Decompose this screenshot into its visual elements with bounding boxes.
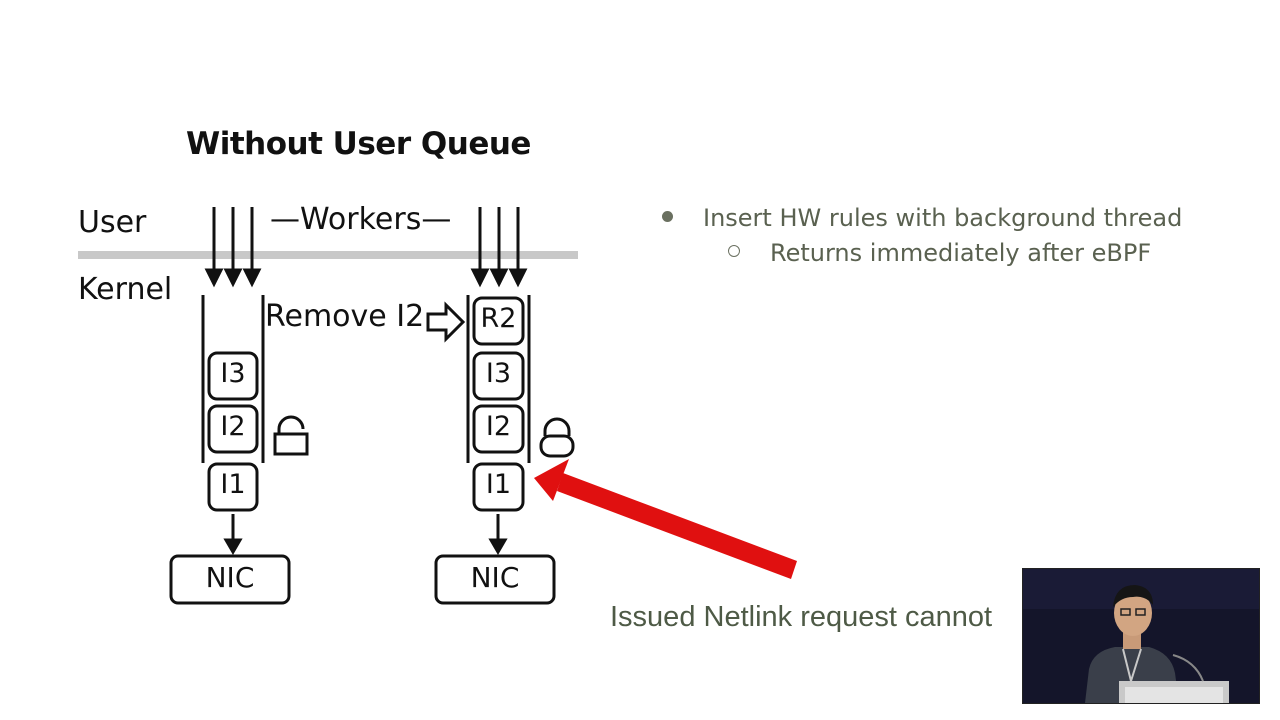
bullet-ring-icon — [728, 245, 740, 257]
right-nic-label: NIC — [470, 561, 520, 594]
right-queue-label-i2: I2 — [485, 411, 512, 442]
right-queue-box-r2 — [472, 296, 525, 346]
right-nic-arrow — [488, 514, 508, 555]
user-kernel-divider — [78, 251, 578, 259]
lock-icon-open — [273, 415, 309, 456]
left-nic-arrow — [223, 514, 243, 555]
presenter-webcam — [1022, 568, 1260, 704]
kernel-label: Kernel — [78, 272, 173, 307]
slide-title: Without User Queue — [186, 126, 531, 162]
right-queue-label-i3: I3 — [485, 358, 512, 389]
left-nic-box — [169, 554, 291, 605]
left-queue-box-i2 — [207, 404, 259, 454]
right-queue-box-i3 — [472, 351, 525, 401]
left-nic-label: NIC — [205, 561, 255, 594]
lock-icon-closed — [539, 417, 575, 458]
right-queue-box-i2 — [472, 404, 525, 454]
user-label: User — [78, 205, 147, 240]
bullet-item-2: Returns immediately after eBPF — [728, 239, 1151, 267]
right-nic-box — [434, 554, 556, 605]
red-arrow — [534, 459, 797, 579]
left-queue-label-i3: I3 — [220, 358, 246, 389]
left-worker-arrows — [204, 207, 262, 288]
right-queue-label-r2: R2 — [480, 303, 517, 334]
remove-label: Remove I2 — [265, 299, 425, 334]
right-queue-label-i1: I1 — [485, 469, 512, 500]
presenter-figure — [1023, 569, 1259, 703]
bullet-text-2: Returns immediately after eBPF — [770, 239, 1152, 267]
workers-label: —Workers— — [270, 202, 452, 237]
left-queue-box-i1 — [207, 462, 259, 512]
bullet-dot-icon — [662, 210, 673, 222]
left-queue-label-i1: I1 — [220, 469, 246, 500]
bullet-text-1: Insert HW rules with background thread — [703, 204, 1183, 232]
bullet-item-1: Insert HW rules with background thread — [662, 204, 1182, 232]
netlink-annotation: Issued Netlink request cannot — [610, 601, 993, 633]
left-queue-label-i2: I2 — [220, 411, 246, 442]
left-queue-box-i3 — [207, 351, 259, 401]
right-queue-box-i1 — [472, 462, 525, 512]
hollow-arrow-icon — [426, 301, 466, 343]
right-worker-arrows — [470, 207, 528, 288]
